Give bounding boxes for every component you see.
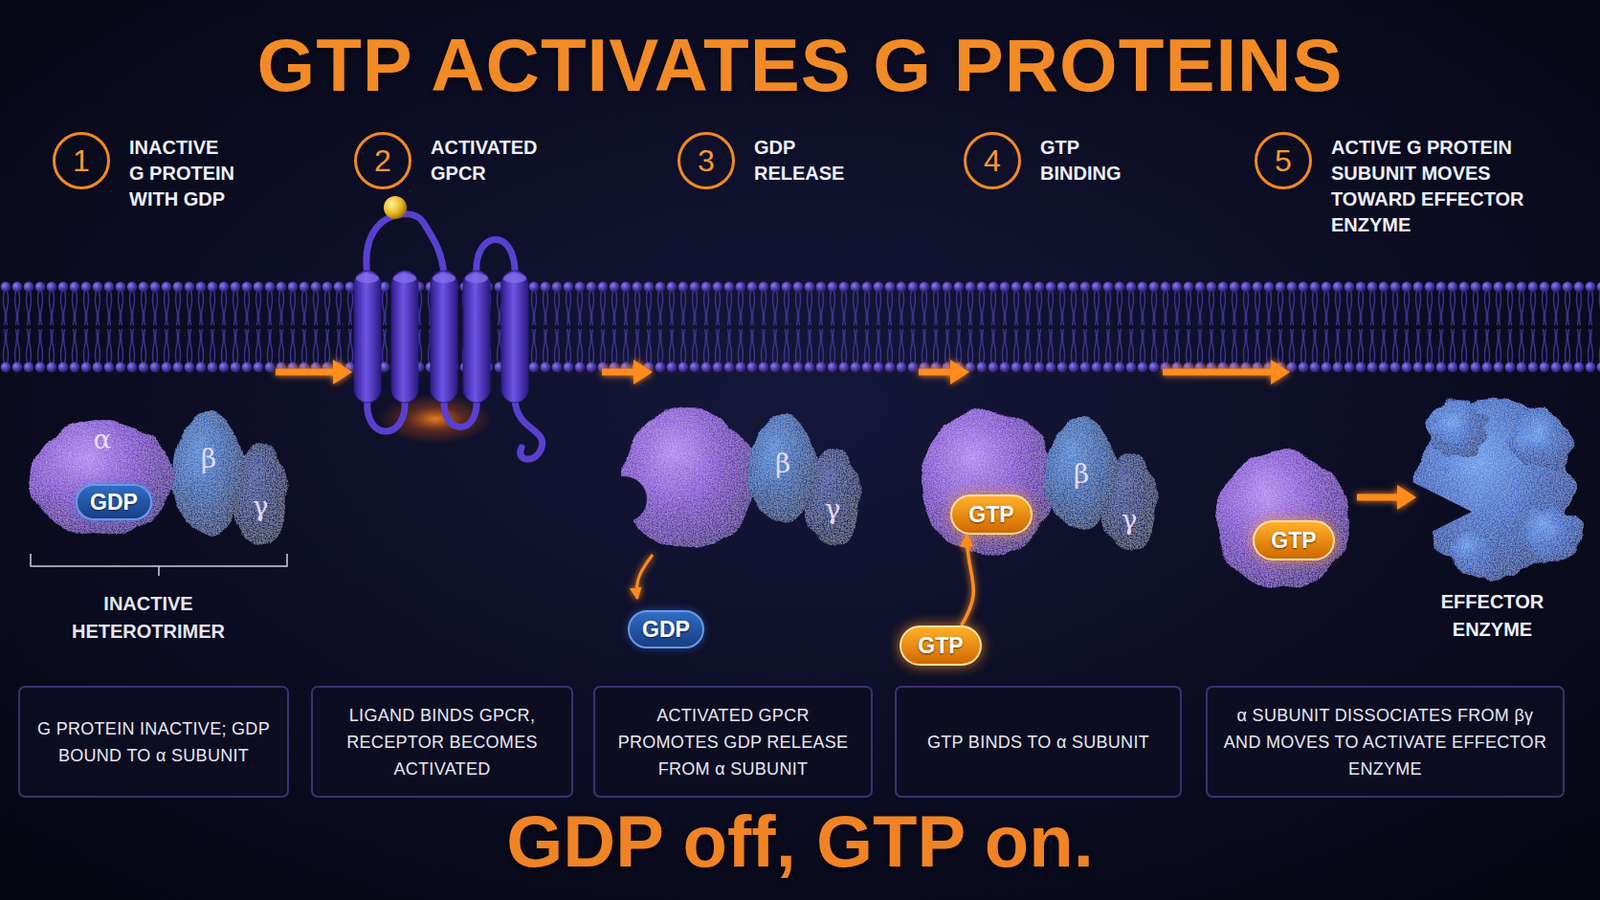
nucleotide-pill: GTP (1252, 520, 1335, 561)
release-arrow (636, 555, 653, 600)
binding-arrow (961, 534, 975, 626)
description-box: GTP BINDS TO α SUBUNIT (894, 686, 1182, 799)
gpcr-helix (391, 270, 419, 403)
nucleotide-pill: GTP (899, 625, 982, 667)
description-box: ACTIVATED GPCR PROMOTES GDP RELEASE FROM… (593, 686, 873, 799)
activation-arrow (1356, 494, 1400, 502)
helix-cap (355, 273, 379, 284)
helix-cap (465, 273, 489, 284)
gpcr-loop (367, 400, 405, 432)
step-number: 1 (52, 132, 111, 190)
step-number: 5 (1254, 132, 1312, 190)
nucleotide-label: GDP (89, 488, 138, 516)
description-text: GTP BINDS TO α SUBUNIT (927, 729, 1150, 756)
protein-subunit: αGDP (25, 416, 179, 541)
protein-subunit: β (1041, 414, 1122, 534)
diagram-caption: GDP off, GTP on. (0, 801, 1600, 883)
subunit-label: β (744, 447, 822, 481)
effector-shape (1399, 392, 1586, 584)
step-number: 2 (354, 132, 412, 190)
effector-lobe (1510, 409, 1572, 471)
gpcr-loops (366, 214, 543, 460)
effector-body (1416, 400, 1579, 578)
step-marker: 5 ACTIVE G PROTEIN SUBUNIT MOVES TOWARD E… (1254, 132, 1537, 239)
effector-enzyme: EFFECTOR ENZYME (1399, 392, 1586, 649)
step-label: GDP RELEASE (754, 134, 860, 187)
step-arrow (918, 369, 953, 377)
step-label: GTP BINDING (1040, 134, 1146, 187)
helix-cap (432, 273, 456, 284)
protein-subunit: β (744, 411, 822, 527)
subunit-label: α (25, 423, 179, 457)
subunit-label: γ (800, 493, 865, 527)
step-marker: 1 INACTIVE G PROTEIN WITH GDP (52, 132, 237, 213)
description-text: ACTIVATED GPCR PROMOTES GDP RELEASE FROM… (608, 702, 858, 783)
step-marker: 4 GTP BINDING (963, 132, 1146, 190)
protein-subunit: β (168, 408, 249, 539)
description-box: LIGAND BINDS GPCR, RECEPTOR BECOMES ACTI… (311, 686, 574, 799)
description-text: LIGAND BINDS GPCR, RECEPTOR BECOMES ACTI… (326, 702, 558, 783)
arrow-head (333, 359, 353, 385)
ligand (383, 196, 407, 220)
nucleotide-label: GDP (642, 616, 690, 644)
nucleotide-label: GTP (917, 632, 963, 660)
step-marker: 3 GDP RELEASE (677, 132, 860, 190)
gpcr-helix (430, 270, 458, 403)
nucleotide-pill: GDP (75, 484, 153, 521)
effector-lobe (1448, 528, 1499, 578)
subunit-label: β (168, 443, 249, 476)
illustration-label: INACTIVE HETEROTRIMER (52, 590, 245, 646)
nucleotide-label: GTP (968, 501, 1014, 529)
gpcr-tail (514, 400, 543, 460)
nucleotide-pill: GTP (950, 494, 1033, 535)
step-number: 4 (963, 132, 1022, 190)
description-box: G PROTEIN INACTIVE; GDP BOUND TO α SUBUN… (18, 686, 289, 799)
description-text: G PROTEIN INACTIVE; GDP BOUND TO α SUBUN… (33, 715, 274, 770)
alpha-subunit (1215, 451, 1350, 590)
gpcr-helix (354, 270, 381, 403)
nucleotide-label: GTP (1270, 527, 1316, 555)
step-arrow (275, 369, 335, 377)
step-number: 3 (677, 132, 735, 190)
helix-cap (393, 273, 417, 284)
gpcr-loop (444, 400, 477, 428)
gpcr-helix (463, 270, 490, 403)
gpcr-loop (366, 214, 445, 276)
diagram-title: GTP ACTIVATES G PROTEINS (0, 24, 1600, 106)
arrow-head (1397, 485, 1417, 511)
arrow-head (1270, 359, 1290, 385)
subunit-label: β (1041, 458, 1122, 491)
effector-lobe (1521, 505, 1579, 563)
alpha-subunit (921, 410, 1056, 556)
alpha-subunit-empty (623, 406, 755, 551)
description-text: α SUBUNIT DISSOCIATES FROM βγ AND MOVES … (1221, 702, 1550, 783)
step-label: INACTIVE G PROTEIN WITH GDP (129, 134, 237, 213)
bracket (30, 554, 288, 577)
step-arrow (601, 369, 636, 377)
step-label: ACTIVATED GPCR (430, 134, 556, 187)
cell-membrane (0, 279, 1600, 376)
step-arrow (1162, 369, 1273, 377)
effector-label: EFFECTOR ENZYME (1421, 588, 1565, 645)
step-label: ACTIVE G PROTEIN SUBUNIT MOVES TOWARD EF… (1331, 134, 1537, 239)
gpcr-helix (501, 270, 529, 403)
effector-lobe (1429, 400, 1488, 458)
step-marker: 2 ACTIVATED GPCR (354, 132, 556, 190)
arrow-head (633, 359, 653, 385)
nucleotide-pill: GDP (627, 610, 705, 649)
gpcr-helices (354, 270, 529, 403)
alpha-subunit (623, 406, 755, 551)
arrow-head (950, 359, 970, 385)
description-box: α SUBUNIT DISSOCIATES FROM βγ AND MOVES … (1205, 686, 1565, 799)
helix-cap (503, 273, 527, 284)
gpcr-loop (476, 239, 515, 276)
